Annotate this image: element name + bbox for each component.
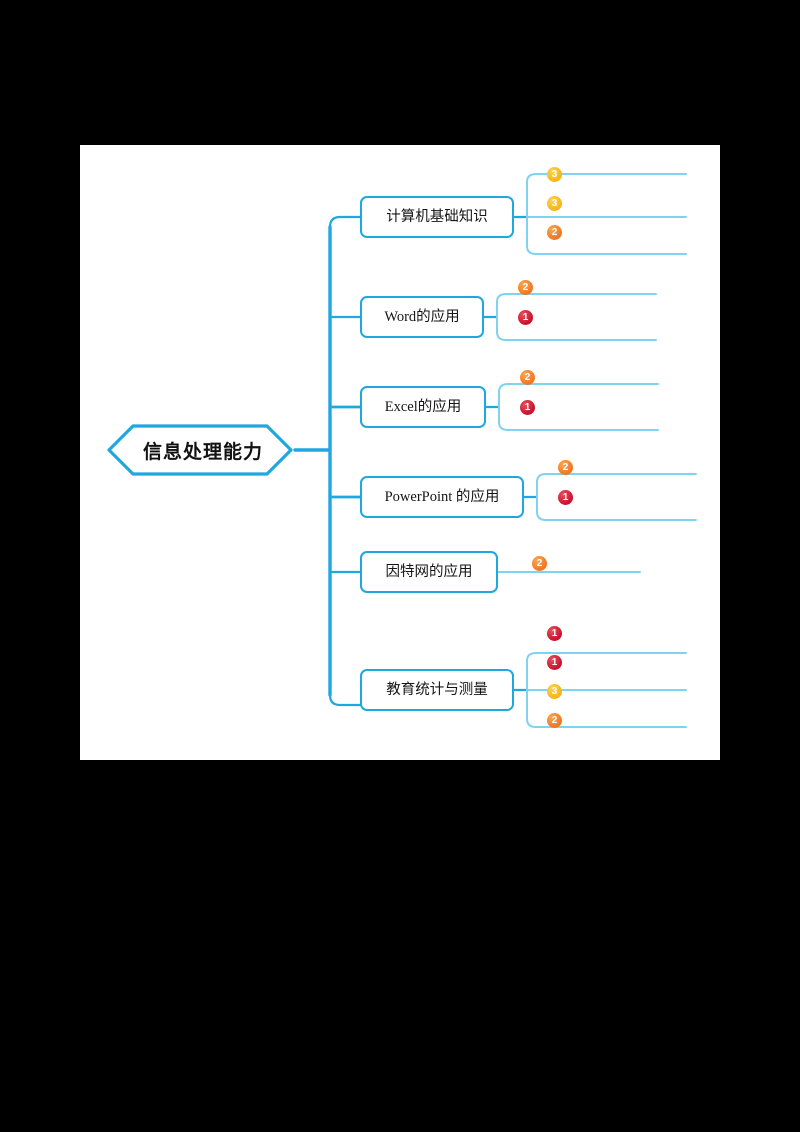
mindmap-canvas: 信息处理能力 计算机基础知识 Word的应用 Excel的应用 PowerPoi… xyxy=(80,145,720,760)
branch-label-internet: 因特网的应用 xyxy=(385,563,473,580)
sub-item-badge[interactable]: 2 xyxy=(547,713,562,728)
branch-label-statistics: 教育统计与测量 xyxy=(386,681,488,698)
sub-item-badge[interactable]: 2 xyxy=(518,280,533,295)
branch-node-internet[interactable]: 因特网的应用 xyxy=(360,551,498,593)
branch-label-word: Word的应用 xyxy=(384,308,460,325)
sub-item-badge[interactable]: 2 xyxy=(520,370,535,385)
central-node[interactable]: 信息处理能力 xyxy=(105,423,295,477)
sub-item-badge[interactable]: 2 xyxy=(547,225,562,240)
sub-item-badge[interactable]: 3 xyxy=(547,196,562,211)
hexagon-shape-icon xyxy=(107,424,293,476)
sub-item-badge[interactable]: 2 xyxy=(558,460,573,475)
trunk-connector xyxy=(293,225,332,697)
subbranch-group-computer-basics xyxy=(512,173,687,255)
central-node-label: 信息处理能力 xyxy=(142,440,263,463)
sub-item-badge[interactable]: 3 xyxy=(547,167,562,182)
sub-item-badge[interactable]: 2 xyxy=(532,556,547,571)
sub-item-badge[interactable]: 1 xyxy=(520,400,535,415)
subbranch-group-excel xyxy=(484,383,659,431)
subbranch-group-word xyxy=(482,293,657,341)
branch-node-word[interactable]: Word的应用 xyxy=(360,296,484,338)
branch-node-excel[interactable]: Excel的应用 xyxy=(360,386,486,428)
subbranch-group-powerpoint xyxy=(522,473,697,521)
branch-node-powerpoint[interactable]: PowerPoint 的应用 xyxy=(360,476,524,518)
branch-label-excel: Excel的应用 xyxy=(384,398,462,415)
sub-item-badge[interactable]: 1 xyxy=(518,310,533,325)
sub-item-badge[interactable]: 3 xyxy=(547,684,562,699)
branch-node-computer-basics[interactable]: 计算机基础知识 xyxy=(360,196,514,238)
branch-node-statistics[interactable]: 教育统计与测量 xyxy=(360,669,514,711)
sub-item-badge[interactable]: 1 xyxy=(558,490,573,505)
subbranch-group-statistics xyxy=(512,652,687,728)
sub-item-badge[interactable]: 1 xyxy=(547,655,562,670)
branch-arms xyxy=(328,215,362,707)
sub-item-badge[interactable]: 1 xyxy=(547,626,562,641)
connector-layer xyxy=(293,173,697,728)
branch-label-computer-basics: 计算机基础知识 xyxy=(386,208,488,225)
branch-label-powerpoint: PowerPoint 的应用 xyxy=(384,488,500,505)
